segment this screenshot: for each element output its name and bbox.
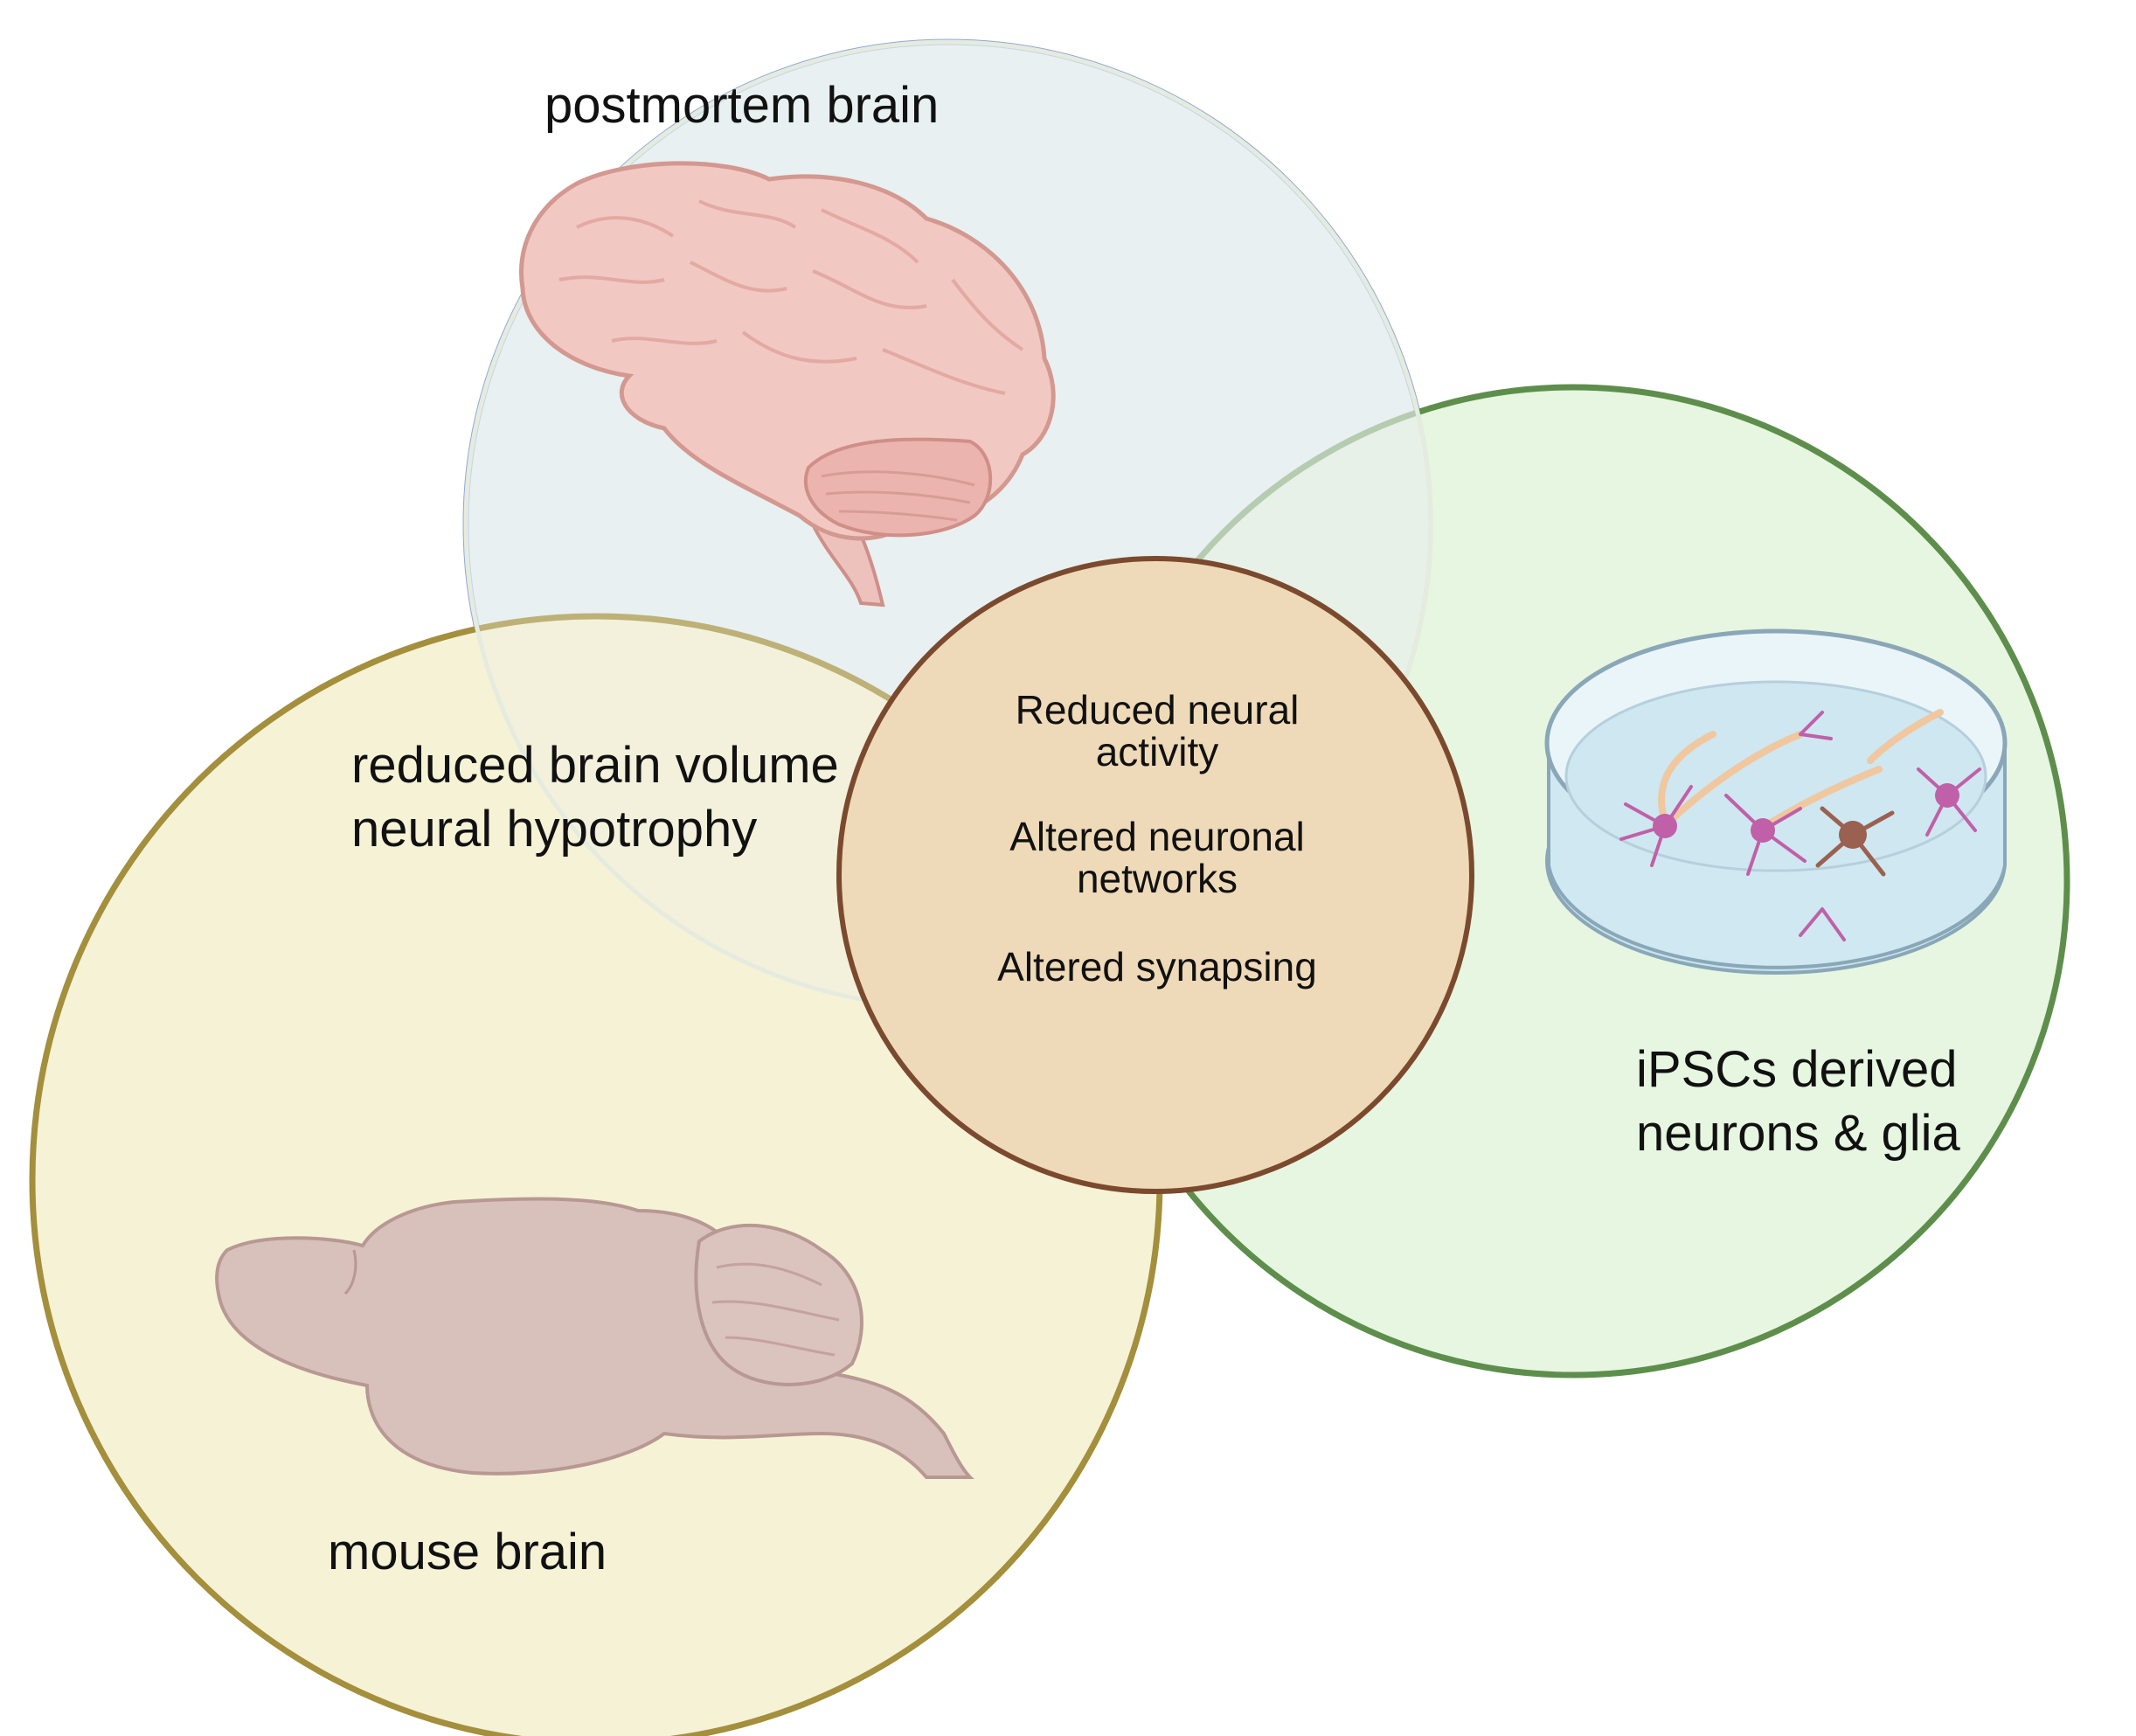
human-brain-icon (519, 161, 1056, 608)
overlap-text-line1: reduced brain volume (351, 737, 839, 794)
finding-1-line2: activity (1096, 729, 1219, 774)
mouse-label: mouse brain (328, 1524, 607, 1580)
overlap-text-line2: neural hypotrophy (351, 801, 757, 858)
postmortem-label: postmortem brain (544, 77, 939, 134)
finding-2-line1: Altered neuronal (1009, 814, 1305, 859)
mouse-brain-icon (215, 1197, 974, 1479)
finding-1-line1: Reduced neural (1016, 687, 1300, 733)
ipsc-label-line2: neurons & glia (1636, 1105, 1961, 1162)
petri-dish-neurons-icon (1544, 628, 2008, 975)
center-circle (836, 556, 1474, 1194)
finding-3-line1: Altered synapsing (997, 944, 1317, 990)
finding-2-line2: networks (1077, 856, 1238, 901)
ipsc-label-line1: iPSCs derived (1636, 1041, 1957, 1098)
